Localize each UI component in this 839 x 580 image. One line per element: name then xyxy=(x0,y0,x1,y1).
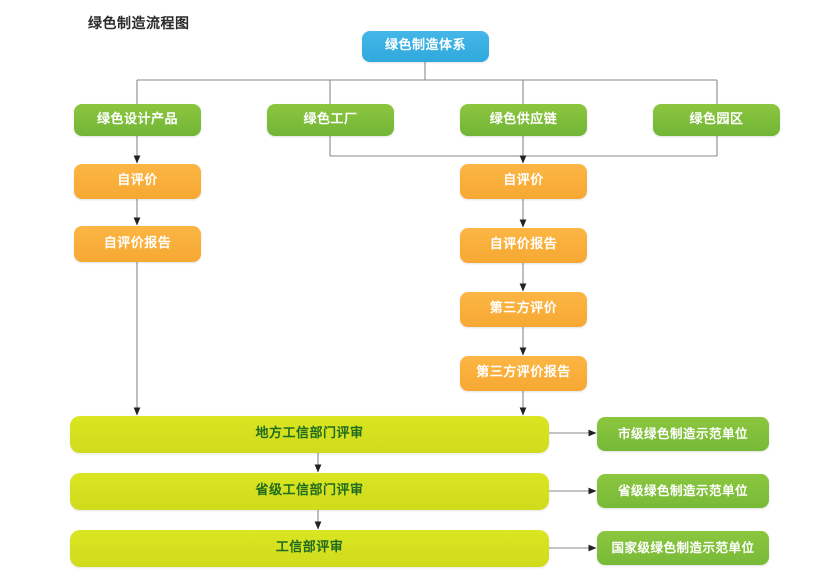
node-green-design-product[interactable]: 绿色设计产品 xyxy=(74,104,201,136)
node-label: 自评价 xyxy=(117,173,158,189)
node-label: 工信部评审 xyxy=(275,540,344,556)
node-green-factory[interactable]: 绿色工厂 xyxy=(267,104,394,136)
node-provincial-industry-review[interactable]: 省级工信部门评审 xyxy=(70,473,549,510)
node-label: 省级工信部门评审 xyxy=(255,483,364,499)
node-label: 自评价报告 xyxy=(489,237,558,253)
node-label: 绿色园区 xyxy=(689,111,744,127)
node-local-industry-review[interactable]: 地方工信部门评审 xyxy=(70,416,549,453)
node-third-party-assessment[interactable]: 第三方评价 xyxy=(460,292,587,327)
node-label: 绿色设计产品 xyxy=(96,111,178,127)
node-label: 绿色制造体系 xyxy=(384,38,466,54)
node-label: 省级绿色制造示范单位 xyxy=(617,483,748,499)
node-label: 地方工信部门评审 xyxy=(255,426,364,442)
node-ministry-review[interactable]: 工信部评审 xyxy=(70,530,549,567)
node-label: 绿色供应链 xyxy=(489,111,558,127)
node-green-supply-chain[interactable]: 绿色供应链 xyxy=(460,104,587,136)
node-third-party-assessment-report[interactable]: 第三方评价报告 xyxy=(460,356,587,391)
node-right-self-assessment-report[interactable]: 自评价报告 xyxy=(460,228,587,263)
node-label: 市级绿色制造示范单位 xyxy=(617,426,748,442)
node-label: 第三方评价报告 xyxy=(476,365,571,381)
node-municipal-demonstration-unit[interactable]: 市级绿色制造示范单位 xyxy=(597,417,769,451)
node-right-self-assessment[interactable]: 自评价 xyxy=(460,164,587,199)
node-left-self-assessment[interactable]: 自评价 xyxy=(74,164,201,199)
node-left-self-assessment-report[interactable]: 自评价报告 xyxy=(74,226,201,262)
node-green-park[interactable]: 绿色园区 xyxy=(653,104,780,136)
node-label: 绿色工厂 xyxy=(303,111,358,127)
node-label: 自评价报告 xyxy=(103,235,172,251)
node-national-demonstration-unit[interactable]: 国家级绿色制造示范单位 xyxy=(597,531,769,565)
node-provincial-demonstration-unit[interactable]: 省级绿色制造示范单位 xyxy=(597,474,769,508)
node-green-manufacturing-system[interactable]: 绿色制造体系 xyxy=(362,31,489,62)
node-label: 国家级绿色制造示范单位 xyxy=(611,540,755,556)
page-title: 绿色制造流程图 xyxy=(88,16,190,32)
node-label: 自评价 xyxy=(503,173,544,189)
node-label: 第三方评价 xyxy=(489,301,558,317)
